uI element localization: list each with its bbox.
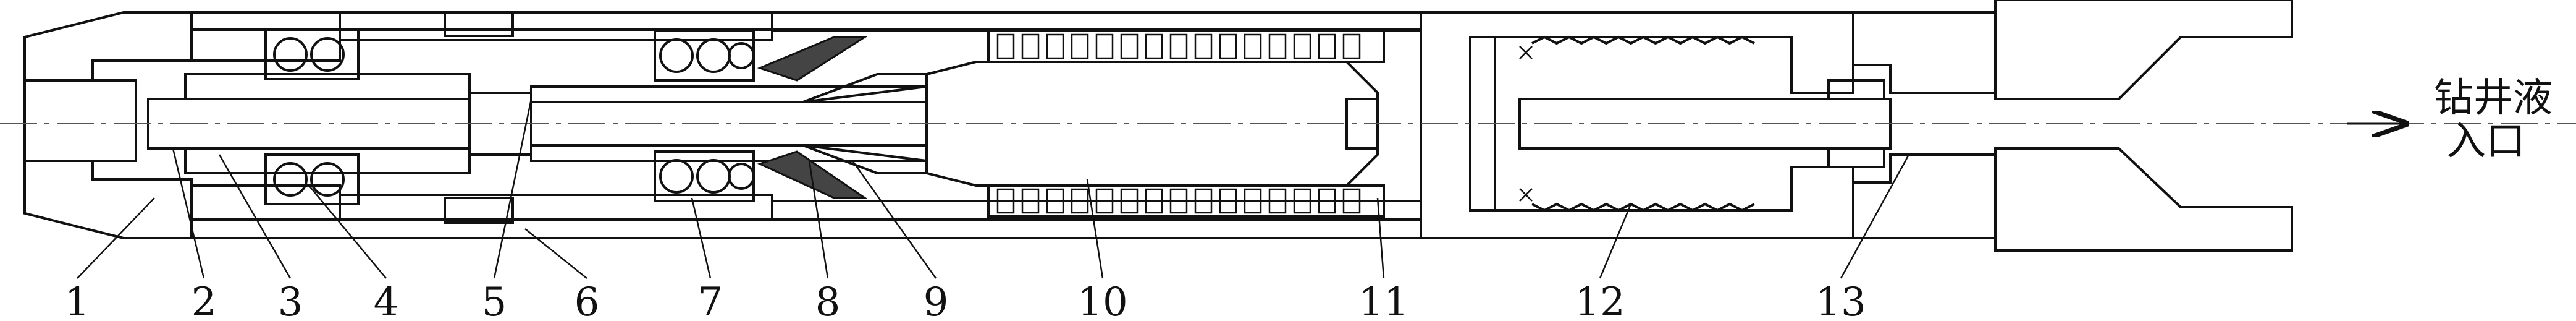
inlet-label-line1: 钻井液	[2434, 75, 2553, 121]
part-label-6: 6	[575, 280, 600, 321]
leader-lines	[77, 98, 1910, 279]
part-label-13: 13	[1816, 280, 1866, 321]
bearing-middle	[654, 30, 755, 202]
part-label-9: 9	[924, 280, 949, 321]
thread-section	[1531, 35, 1755, 212]
part-label-4: 4	[374, 280, 399, 321]
disc-spring-stack	[987, 30, 1385, 218]
part-label-8: 8	[815, 280, 841, 321]
part-label-1: 1	[65, 280, 90, 321]
part-label-12: 12	[1575, 280, 1625, 321]
part-label-7: 7	[698, 280, 723, 321]
rubber-wedge	[757, 36, 869, 199]
bearing-left	[264, 28, 360, 205]
part-label-3: 3	[278, 280, 303, 321]
part-label-11: 11	[1358, 280, 1408, 321]
left-bit-sub	[23, 11, 193, 239]
inlet-label-line2: 入口	[2446, 119, 2525, 165]
part-label-10: 10	[1077, 280, 1127, 321]
top-sub	[1827, 0, 2293, 252]
part-label-2: 2	[192, 280, 217, 321]
part-labels: 1 2 3 4 5 6 7 8 9 10 11 12 13	[65, 280, 1866, 321]
part-label-5: 5	[482, 280, 507, 321]
